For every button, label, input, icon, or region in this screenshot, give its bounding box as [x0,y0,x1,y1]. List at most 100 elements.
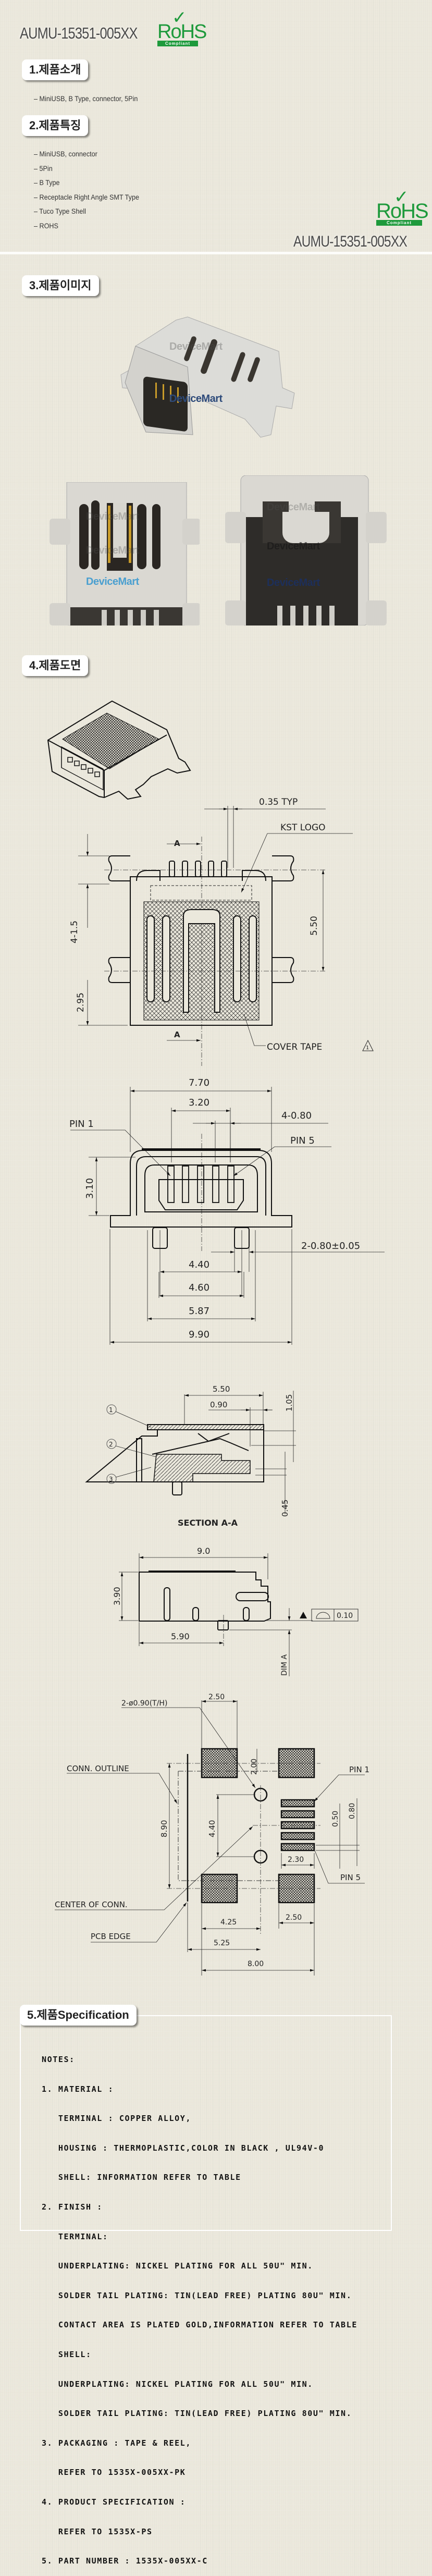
spec-line: TERMINAL : COPPER ALLOY, [42,2114,192,2124]
list-item: Receptacle Right Angle SMT Type [34,191,231,206]
watermark: DeviceMart [267,541,320,552]
watermark: DeviceMart [169,393,223,404]
pin1-label: PIN 1 [349,1765,369,1774]
pin5-label: PIN 5 [290,1135,315,1146]
watermark: DeviceMart [169,341,223,352]
center-of-conn-label: CENTER OF CONN. [55,1900,128,1909]
dim-label: 0.50 [331,1811,340,1827]
pin5-label: PIN 5 [340,1873,361,1882]
top-view: 0.35 TYP KST LOGO A 4-1.5 2.95 5.50 A CO… [69,797,374,1066]
dim-label: 5.50 [213,1384,230,1394]
dim-label: 4-1.5 [69,921,80,943]
rohs-logo-text: RoHS [157,21,207,43]
section-title-label: SECTION A-A [178,1518,238,1528]
callout-1: 1 [109,1406,113,1414]
dim-label: 4.40 [207,1820,217,1837]
dim-label: 2.50 [286,1913,302,1922]
watermark: DeviceMart [86,576,139,587]
spec-line: 5. PART NUMBER : 1535X-005XX-C [42,2556,208,2566]
section-view: 5.50 0.90 1.05 0.45 1 2 3 SECTION A-A [85,1384,296,1528]
dim-label: 3.20 [189,1097,209,1108]
watermark: DeviceMart [86,511,139,522]
cover-tape-label: COVER TAPE [267,1042,322,1052]
list-item: MiniUSB, connector [34,148,231,163]
hole-label: 2-ø0.90(T/H) [121,1699,167,1708]
dim-label: 8.00 [248,1960,264,1968]
dim-typ-label: 0.35 TYP [259,797,298,807]
section-title-images: 3.제품이미지 [22,275,99,296]
callout-3: 3 [109,1476,113,1483]
spec-line: 1. MATERIAL : [42,2084,114,2094]
conn-outline-label: CONN. OUTLINE [67,1764,129,1773]
dim-label: 4.60 [189,1282,209,1293]
list-item: B Type [34,177,231,191]
part-number-title: AUMU-15351-005XX [20,24,138,42]
product-photo-bottom: DeviceMart DeviceMart DeviceMart [225,475,388,626]
front-view: 7.70 3.20 4-0.80 PIN 1 PIN 5 3.10 2-0.80… [69,1077,385,1345]
section-title-drawing: 4.제품도면 [22,655,89,676]
dim-label: 3.10 [84,1178,95,1199]
spec-notes: NOTES: 1. MATERIAL : TERMINAL : COPPER A… [42,2035,357,2576]
intro-list: MiniUSB, B Type, connector, 5Pin [34,93,138,105]
dim-label: 0.90 [210,1400,227,1409]
list-item: ROHS [34,220,231,235]
dim-label: 9.90 [189,1329,209,1340]
spec-line: REFER TO 1535X-PS [42,2526,153,2536]
part-number-right: AUMU-15351-005XX [293,233,408,250]
spec-box [20,2015,392,2231]
pcb-edge-label: PCB EDGE [91,1932,131,1941]
callout-2: 2 [109,1441,113,1448]
pcb-footprint: 2-ø0.90(T/H) 2.50 2.00 CONN. OUTLINE 8.9… [55,1693,369,1976]
spec-line: TERMINAL: [42,2231,108,2241]
section-mark: A [174,839,180,848]
dim-label: 8.90 [159,1820,169,1837]
pin1-label: PIN 1 [69,1119,94,1130]
dim-label: 4.25 [220,1918,237,1927]
spec-line: REFER TO 1535X-005XX-PK [42,2468,186,2477]
watermark: DeviceMart [267,577,320,588]
section-title-features: 2.제품특징 [22,115,89,136]
dim-label: 2-0.80±0.05 [301,1241,360,1252]
spec-line: HOUSING : THERMOPLASTIC,COLOR IN BLACK ,… [42,2143,325,2153]
dim-label: 2.00 [250,1759,258,1775]
dim-label: 5.25 [214,1939,230,1947]
dim-label: 2.95 [76,992,86,1012]
spec-line: 3. PACKAGING : TAPE & REEL, [42,2438,192,2448]
dim-label: 3.90 [112,1587,122,1605]
dim-label: 4-0.80 [281,1110,312,1121]
rohs-logo-text: RoHS [376,200,429,223]
isometric-view [47,700,191,800]
spec-line: SHELL: INFORMATION REFER TO TABLE [42,2173,241,2182]
section-title-spec: 5.제품Specification [20,2005,137,2026]
spec-line: CONTACT AREA IS PLATED GOLD,INFORMATION … [42,2320,357,2330]
rohs-logo-right: ✓ RoHS Compliant [376,187,429,226]
product-photo-angled: DeviceMart DeviceMart [115,315,297,441]
spec-line: UNDERPLATING: NICKEL PLATING FOR ALL 50U… [42,2261,313,2271]
dim-label: 5.90 [171,1632,190,1641]
spec-line: 2. FINISH : [42,2202,103,2212]
rohs-logo: ✓ RoHS Compliant [157,8,207,46]
divider [0,252,432,254]
product-photo-top: DeviceMart DeviceMart DeviceMart [50,482,201,626]
flatness-value: 0.10 [337,1612,353,1620]
dim-label: 2.30 [288,1856,304,1864]
check-icon: ✓ [172,8,187,28]
rohs-compliant: Compliant [376,220,422,226]
section-mark: A [174,1030,180,1039]
dim-a-label: DIM A [280,1654,289,1676]
dim-label: 1.05 [285,1394,294,1412]
list-item: 5Pin [34,163,231,177]
dim-label: 7.70 [189,1077,209,1088]
dim-label: 2.50 [208,1693,225,1701]
dim-label: 9.0 [197,1546,210,1556]
dim-label: 4.40 [189,1259,209,1270]
spec-line: 4. PRODUCT SPECIFICATION : [42,2497,186,2507]
features-list: MiniUSB, connector 5Pin B Type Receptacl… [34,148,231,234]
spec-line: SOLDER TAIL PLATING: TIN(LEAD FREE) PLAT… [42,2290,352,2300]
spec-line: UNDERPLATING: NICKEL PLATING FOR ALL 50U… [42,2379,313,2389]
kst-logo-label: KST LOGO [280,823,326,833]
note-mark: 1 [366,1045,369,1051]
spec-line: SOLDER TAIL PLATING: TIN(LEAD FREE) PLAT… [42,2409,352,2419]
dim-label: 5.50 [309,916,319,936]
watermark: DeviceMart [86,545,139,556]
